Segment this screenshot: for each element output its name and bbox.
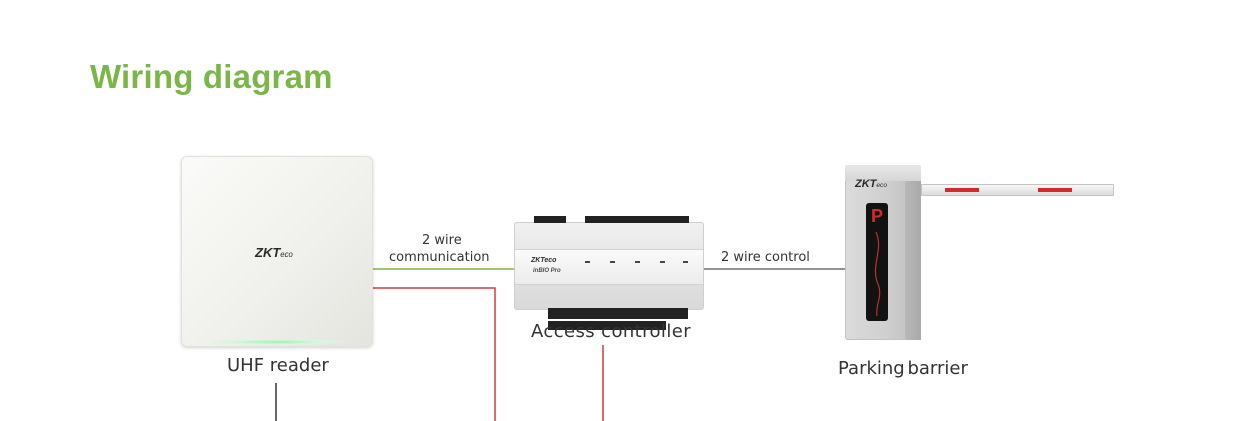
- controller-led: [635, 261, 640, 263]
- access-controller-label: Access controller: [531, 321, 691, 342]
- barrier-cabinet-side: [905, 181, 921, 340]
- barrier-arm: [921, 184, 1114, 196]
- parking-barrier-label: Parking barrier: [838, 358, 968, 379]
- controller-front-panel: [515, 249, 703, 285]
- controller-led: [660, 261, 665, 263]
- controller-led: [585, 261, 590, 263]
- uhf-reader-device: ZKTeco: [181, 156, 373, 347]
- communication-label-line1: 2 wire: [422, 233, 462, 248]
- parking-sign: P: [866, 206, 888, 227]
- controller-top-terminals: [534, 216, 566, 223]
- barrier-arm-stripe: [945, 188, 979, 192]
- barrier-light-strip: [866, 228, 888, 318]
- barrier-arm-stripe: [1038, 188, 1072, 192]
- controller-model: inBIO Pro: [533, 268, 561, 274]
- control-label: 2 wire control: [721, 250, 810, 265]
- reader-status-light: [211, 339, 343, 345]
- reader-logo: ZKTeco: [255, 245, 293, 260]
- barrier-logo: ZKTeco: [855, 178, 887, 190]
- controller-top-terminals: [585, 216, 689, 223]
- controller-bottom-terminals: [548, 308, 688, 319]
- controller-logo: ZKTeco: [531, 257, 556, 264]
- controller-led: [683, 261, 688, 263]
- access-controller-device: ZKTeco inBIO Pro: [514, 222, 704, 310]
- reader-power-wire: [373, 288, 495, 421]
- communication-label-line2: communication: [389, 250, 490, 265]
- uhf-reader-label: UHF reader: [227, 355, 329, 376]
- controller-led: [610, 261, 615, 263]
